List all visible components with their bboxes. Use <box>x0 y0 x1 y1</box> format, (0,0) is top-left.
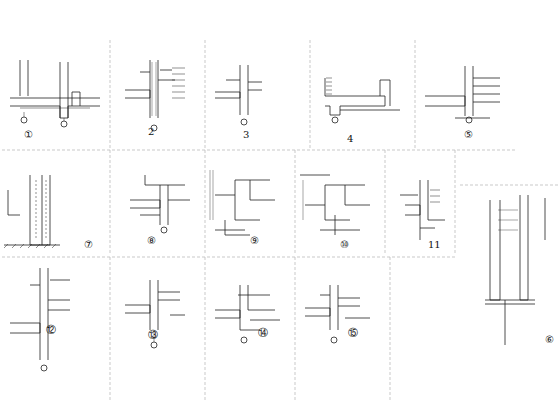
detail-11 <box>400 180 445 240</box>
detail-2 <box>125 60 185 131</box>
callout-number: 4 <box>347 134 353 144</box>
detail-1 <box>10 60 100 127</box>
callout-number: ⑬ <box>148 330 158 340</box>
detail-7 <box>4 175 60 248</box>
detail-4 <box>325 78 400 123</box>
callout-number: ⑨ <box>250 236 259 246</box>
callout-number: ⑩ <box>340 240 349 250</box>
detail-8 <box>130 175 190 233</box>
detail-10 <box>300 175 370 235</box>
callout-number: ⑧ <box>147 236 156 246</box>
callout-number: ① <box>24 130 33 140</box>
callout-number: 11 <box>428 240 441 250</box>
callout-number: ⑮ <box>348 328 358 338</box>
detail-12 <box>10 268 70 371</box>
callout-number: ⑥ <box>545 335 554 345</box>
detail-15 <box>305 285 370 343</box>
panel-frames <box>2 40 560 400</box>
detail-9 <box>210 170 275 235</box>
detail-3 <box>215 65 262 125</box>
callout-number: ⑤ <box>464 130 473 140</box>
detail-6 <box>485 195 545 345</box>
callout-number: ⑫ <box>46 325 56 335</box>
detail-5 <box>425 66 500 123</box>
callout-number: ⑭ <box>258 328 268 338</box>
detail-13 <box>125 280 185 348</box>
callout-number: 3 <box>243 130 249 140</box>
callout-number: 2 <box>148 127 154 137</box>
callout-number: ⑦ <box>84 240 93 250</box>
detail-14 <box>215 285 280 343</box>
